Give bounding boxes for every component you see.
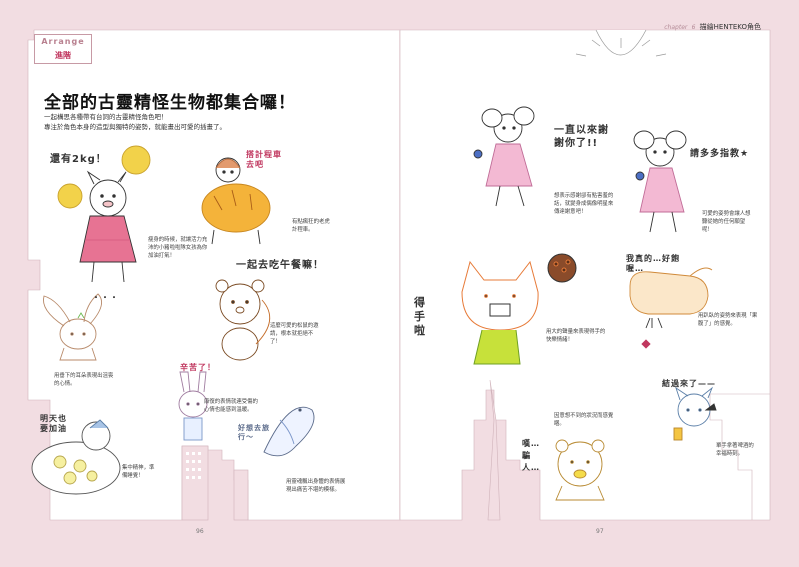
shouting-cat-illustration — [461, 253, 577, 365]
arrange-badge: Arrange 進階 — [34, 34, 92, 64]
bubble-hungry: 嘆…騙人… — [522, 439, 540, 472]
full-dog-illustration — [629, 267, 713, 349]
bubble-shout: 得手啦 — [414, 296, 426, 337]
caption-sleep: 集中精神，準備睡覺！ — [122, 465, 155, 479]
bandaged-rabbit-illustration — [178, 371, 208, 441]
chapter-number: 6 — [691, 24, 696, 31]
bubble-rabbit-hurt: 辛苦了！ — [180, 363, 216, 372]
chapter-word: chapter — [664, 24, 688, 31]
bubble-mouse-please: 請多多指教★ — [690, 149, 750, 159]
droopy-rabbit-illustration — [42, 293, 103, 361]
hungry-bear-illustration — [555, 439, 605, 501]
caption-rabbit-ears: 用垂下的耳朵表現出沮喪的心情。 — [54, 373, 114, 387]
bubble-mouse-thanks: 一直以來謝謝你了!! — [554, 125, 609, 149]
caption-squirrel: 這麼可愛的松鼠的邀請，根本就拒絕不了！ — [270, 323, 319, 345]
squirrel-illustration — [215, 279, 271, 361]
caption-pig: 瘦身的時候，就讓活力充沛的小豬啦啦隊女孩為你加油打氣！ — [148, 237, 208, 259]
caption-beer: 單手拿著啤酒的幸福時刻。 — [716, 443, 754, 457]
chapter-title: 描繪HENTEKO角色 — [699, 23, 761, 31]
page-number-right: 97 — [596, 528, 604, 535]
page-number-left: 96 — [196, 528, 204, 535]
beer-cat-illustration — [673, 386, 717, 441]
caption-mouse: 想表示感謝卻有點害羞的話，就變身成偶像明星來傳達謝意吧！ — [554, 193, 614, 215]
caption-shout: 用大的聲量來表現得手的快樂情緒！ — [546, 329, 606, 343]
intro-line-2: 專注於角色本身的造型與獨特的姿勢，就能畫出可愛的插畫了。 — [44, 123, 226, 131]
caption-rabbit-bandage: 康復的表情就連受傷的心情也能感到溫暖。 — [204, 399, 258, 413]
bubble-sleep: 明天也要加油 — [40, 414, 67, 433]
intro-line-1: 一起構思各種帶有台詞的古靈精怪角色吧！ — [44, 113, 168, 121]
bubble-pig: 還有2kg！ — [50, 154, 107, 165]
mouse-idol-two-illustration — [633, 130, 687, 233]
badge-zh-label: 進階 — [55, 51, 71, 60]
page-title: 全部的古靈精怪生物都集合囉！ — [44, 93, 296, 113]
caption-bird: 用靈魂飄出身體的表情展現出痛苦不堪的模樣。 — [286, 479, 346, 493]
bubble-bear-lunch: 一起去吃午餐嘛！ — [236, 260, 324, 271]
caption-tiger: 有點瘋狂的老虎計程車。 — [292, 219, 330, 233]
pig-cheerleader-illustration — [57, 145, 151, 283]
bubble-fullness: 我真的…好飽喔… — [626, 254, 680, 273]
floating-bird-illustration — [263, 406, 315, 457]
badge-en-label: Arrange — [41, 37, 85, 46]
caption-fullness: 用趴臥的姿勢來表現「果腹了」的感覺。 — [698, 313, 758, 327]
caption-hungry: 因意想不到的狀況而感覺睏。 — [554, 413, 614, 427]
bubble-rabbit-dots: ・・・ — [92, 293, 119, 302]
sleeping-bed-illustration — [31, 419, 121, 495]
tiger-taxi-illustration — [201, 157, 271, 245]
caption-mouse-two: 可愛的姿勢會讓人想聽從她的任何願望呢！ — [702, 211, 751, 233]
bubble-beer: 結過來了—— — [662, 379, 716, 388]
bubble-bird-float: 好想去旅行～ — [238, 424, 270, 441]
bubble-cat-girl: 搭計程車去吧 — [246, 150, 282, 169]
mouse-idol-illustration — [473, 106, 535, 207]
chapter-header: chapter 6 描繪HENTEKO角色 — [664, 22, 761, 32]
